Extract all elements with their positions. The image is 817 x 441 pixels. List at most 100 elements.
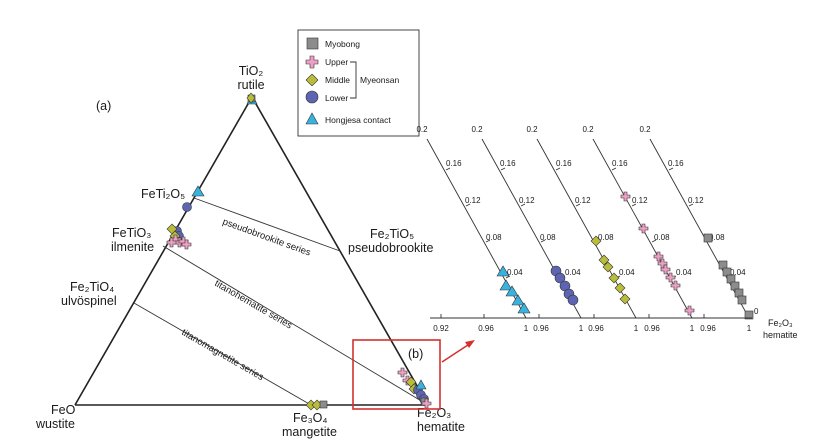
- tick-label: 0.2: [416, 125, 428, 134]
- x-tick-label: 0.96: [700, 324, 716, 333]
- point-myobong: [319, 400, 328, 409]
- tick-mark: [445, 167, 451, 171]
- tick-mark: [485, 239, 491, 243]
- point-middle: [608, 272, 620, 284]
- x-tick-label: 0.96: [644, 324, 660, 333]
- point-upper: [684, 305, 695, 316]
- tick-mark: [631, 203, 637, 207]
- zoom-end-name: hematite: [763, 330, 798, 340]
- tick-mark: [505, 275, 511, 279]
- point-upper: [620, 191, 631, 202]
- ulvospinel-label: ulvöspinel: [61, 294, 117, 308]
- fetio3-label: FeTiO₃: [112, 226, 151, 240]
- legend-triangle-icon: [305, 112, 319, 125]
- zoom-panel: 0.2 0.16 0.12 0.08 0.04 0.2 0.16 0.12 0.…: [416, 125, 797, 340]
- tick-label: 0.2: [471, 125, 483, 134]
- tick-label: 0.2: [639, 125, 651, 134]
- ilmenite-label: ilmenite: [111, 240, 154, 254]
- point-upper: [638, 223, 649, 234]
- point-lower: [554, 272, 566, 284]
- titanohematite-series-label: titanohematite series: [213, 278, 295, 331]
- zoom-strip-middle: 0.2 0.16 0.12 0.08 0.04: [526, 125, 637, 319]
- legend-group-myeonsan: Myeonsan: [360, 75, 399, 85]
- fe2tio4-label: Fe₂TiO₄: [70, 280, 114, 294]
- legend-middle: Middle: [325, 75, 350, 85]
- tick-mark: [500, 167, 506, 171]
- fe2tio5-label: Fe₂TiO₅: [370, 227, 414, 241]
- edge-left: [74, 96, 253, 406]
- x-tick-label: 1: [690, 324, 695, 333]
- point-upper: [653, 251, 664, 262]
- x-tick-label: 0.96: [588, 324, 604, 333]
- legend-upper: Upper: [325, 57, 348, 67]
- tick-label: 0.08: [540, 233, 556, 242]
- tick-label: 0.12: [465, 196, 481, 205]
- tick-mark: [611, 167, 617, 171]
- ternary-points: [166, 92, 432, 411]
- tick-mark: [575, 203, 581, 207]
- point-middle: [590, 235, 602, 247]
- pseudobrookite-series-label: pseudobrookite series: [221, 216, 312, 258]
- legend-bracket: [350, 61, 357, 99]
- zoom-strip-myobong: 0.2 0.16 0.12 0.08 0.04 0: [639, 125, 759, 320]
- tick-label: 0.08: [654, 233, 670, 242]
- tick-mark: [555, 167, 561, 171]
- point-myobong: [703, 233, 713, 243]
- tick-label-zero: 0: [754, 307, 759, 316]
- titanohematite-series-line: [162, 245, 429, 406]
- legend: Myobong Upper Middle Lower Hongjesa cont…: [297, 29, 420, 137]
- point-middle: [614, 282, 626, 294]
- zoom-box: [352, 339, 441, 410]
- x-tick-label: 1: [579, 324, 584, 333]
- x-tick-label: 0.96: [478, 324, 494, 333]
- mangetite-label: mangetite: [282, 425, 337, 439]
- legend-circle-icon: [305, 90, 319, 104]
- zoom-arrow-line: [441, 342, 472, 363]
- point-upper: [670, 280, 681, 291]
- tick-label: 0.2: [582, 125, 594, 134]
- strip-line: [649, 138, 750, 319]
- panel-label-b: (b): [408, 347, 423, 361]
- tick-mark: [520, 203, 526, 207]
- tick-label: 0.04: [676, 268, 692, 277]
- vertex-left-name: wustite: [35, 417, 75, 431]
- vertex-right-formula: Fe₂O₃: [417, 406, 451, 420]
- tick-mark: [651, 239, 657, 243]
- panel-label-a: (a): [96, 99, 111, 113]
- x-tick-label: 1: [524, 324, 529, 333]
- legend-lower: Lower: [325, 93, 348, 103]
- tick-mark: [668, 167, 674, 171]
- tick-label: 0.08: [709, 233, 725, 242]
- tick-label: 0.16: [446, 159, 462, 168]
- tick-mark: [688, 203, 694, 207]
- legend-square-icon: [306, 37, 319, 50]
- tick-mark: [540, 239, 546, 243]
- point-myobong: [744, 310, 754, 320]
- point-middle: [246, 92, 256, 104]
- point-hongjesa: [415, 379, 427, 390]
- tick-label: 0.04: [565, 268, 581, 277]
- point-lower: [182, 202, 192, 212]
- zoom-arrow-head: [465, 340, 475, 348]
- titanomagnetite-series-line: [133, 302, 312, 406]
- tick-label: 0.16: [500, 159, 516, 168]
- x-tick-label: 0.96: [533, 324, 549, 333]
- pseudobrookite-series-line: [193, 197, 341, 252]
- point-middle: [619, 293, 631, 305]
- zoom-strip-upper: 0.2 0.16 0.12 0.08 0.04: [582, 125, 695, 319]
- point-upper: [660, 264, 671, 275]
- tick-label: 0.16: [556, 159, 572, 168]
- tick-label: 0.04: [619, 268, 635, 277]
- legend-cross-icon: [305, 55, 319, 69]
- vertex-left-formula: FeO: [51, 403, 76, 417]
- zoom-end-formula: Fe₂O₃: [768, 318, 793, 328]
- vertex-top-formula: TiO₂: [239, 64, 264, 78]
- tick-label: 0.12: [575, 196, 591, 205]
- zoom-strip-hongjesa: 0.2 0.16 0.12 0.08 0.04: [416, 125, 531, 319]
- tick-label: 0.12: [688, 196, 704, 205]
- point-middle: [602, 261, 614, 273]
- point-lower: [567, 294, 579, 306]
- legend-diamond-icon: [305, 73, 319, 87]
- point-myobong: [737, 295, 747, 305]
